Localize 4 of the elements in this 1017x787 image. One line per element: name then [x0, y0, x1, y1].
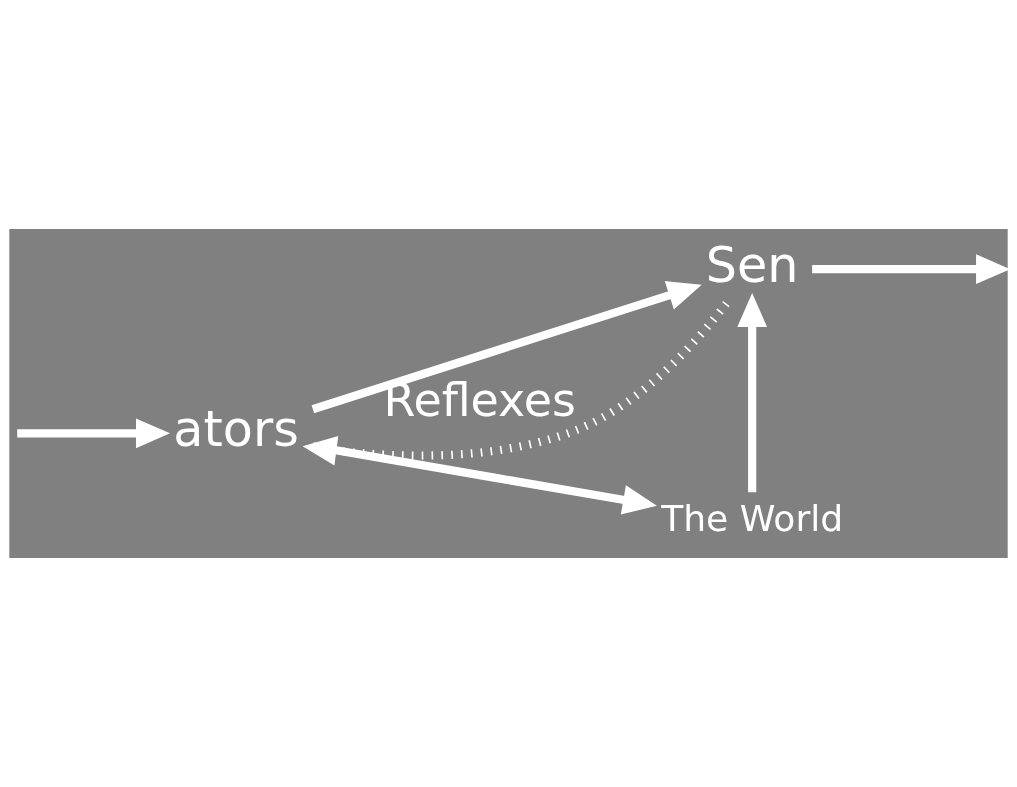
node-text: Sen — [705, 235, 799, 294]
edge-label: Reflexes — [383, 372, 577, 427]
node-text: ators — [173, 399, 299, 458]
node-text: The World — [661, 498, 844, 541]
